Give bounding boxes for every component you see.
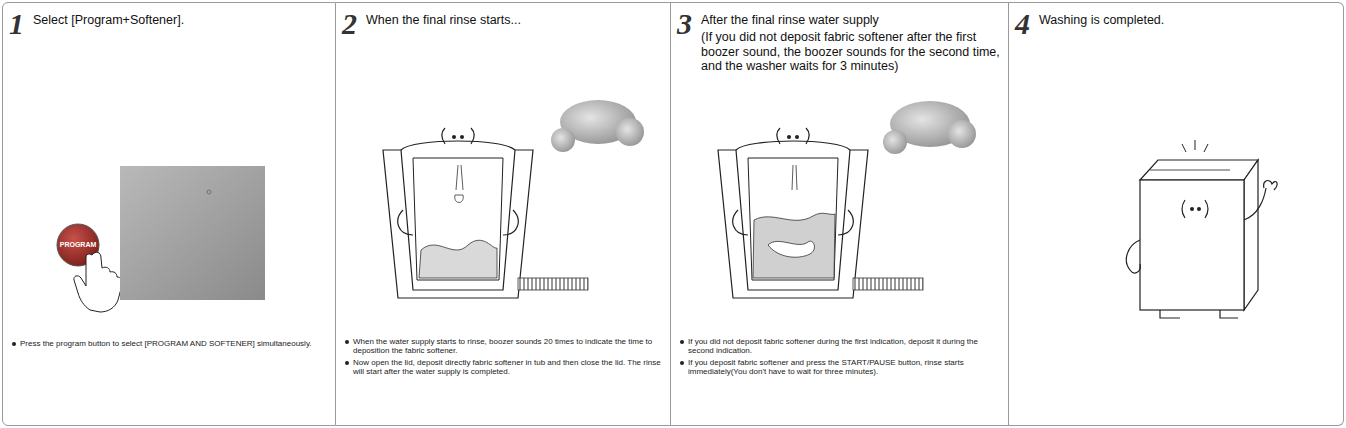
step-heading: Washing is completed. xyxy=(1039,13,1329,28)
step-number: 3 xyxy=(677,9,703,39)
washer-supply-art xyxy=(718,128,923,298)
step-heading: When the final rinse starts... xyxy=(366,13,656,28)
washer-done-art xyxy=(1126,140,1277,318)
step-heading: After the final rinse water supply xyxy=(701,13,1001,28)
washer-rinse-art xyxy=(383,128,588,298)
step-heading: (If you did not deposit fabric softener … xyxy=(701,30,1001,74)
step-heading: Select [Program+Softener]. xyxy=(33,13,323,28)
bullet-note: If you did not deposit fabric softener d… xyxy=(679,337,999,356)
bullet-note: Press the program button to select [PROG… xyxy=(11,339,326,348)
step-number: 1 xyxy=(9,9,35,39)
bullet-note: When the water supply starts to rinse, b… xyxy=(344,337,662,356)
step-number: 2 xyxy=(342,9,368,39)
bullet-note: If you deposit fabric softener and press… xyxy=(679,358,999,377)
bullet-note: Now open the lid, deposit directly fabri… xyxy=(344,358,662,377)
button-label: PROGRAM xyxy=(57,241,99,248)
program-button-art xyxy=(57,166,265,312)
step-panel: 2When the final rinse starts... When the … xyxy=(336,2,671,426)
step-panel: 1Select [Program+Softener]. Press the pro… xyxy=(2,2,336,426)
step-panel: 4Washing is completed. xyxy=(1009,2,1344,426)
step-number: 4 xyxy=(1015,9,1041,39)
step-panel: 3After the final rinse water supply (If y… xyxy=(671,2,1009,426)
